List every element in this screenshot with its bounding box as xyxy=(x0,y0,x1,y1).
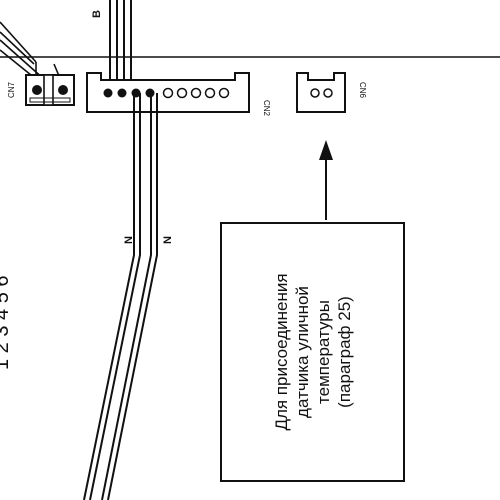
note-text: Для присоединения датчика уличной темпер… xyxy=(271,232,355,472)
arrow-up-icon xyxy=(319,140,333,220)
wire-label-b: B xyxy=(91,10,103,18)
cn2-connector xyxy=(86,72,250,113)
cn7-connector xyxy=(25,74,75,106)
edge-text: 1 2 3 4 5 6 xyxy=(0,275,13,370)
cn2-top-wires xyxy=(109,0,132,92)
note-line: датчика уличной xyxy=(292,286,312,418)
note-line: (параграф 25) xyxy=(334,296,354,408)
cn6-connector xyxy=(296,72,346,113)
cn6-label: CN6 xyxy=(358,82,367,99)
note-line: температуры xyxy=(313,300,333,404)
note-box: Для присоединения датчика уличной темпер… xyxy=(220,222,405,482)
cn7-label: CN7 xyxy=(7,81,16,98)
wire-label-n-right: N xyxy=(162,236,174,244)
note-line: Для присоединения xyxy=(271,273,291,431)
wire-label-n-left: N xyxy=(123,236,135,244)
neutral-wires xyxy=(83,93,158,500)
cn2-label: CN2 xyxy=(262,100,271,117)
